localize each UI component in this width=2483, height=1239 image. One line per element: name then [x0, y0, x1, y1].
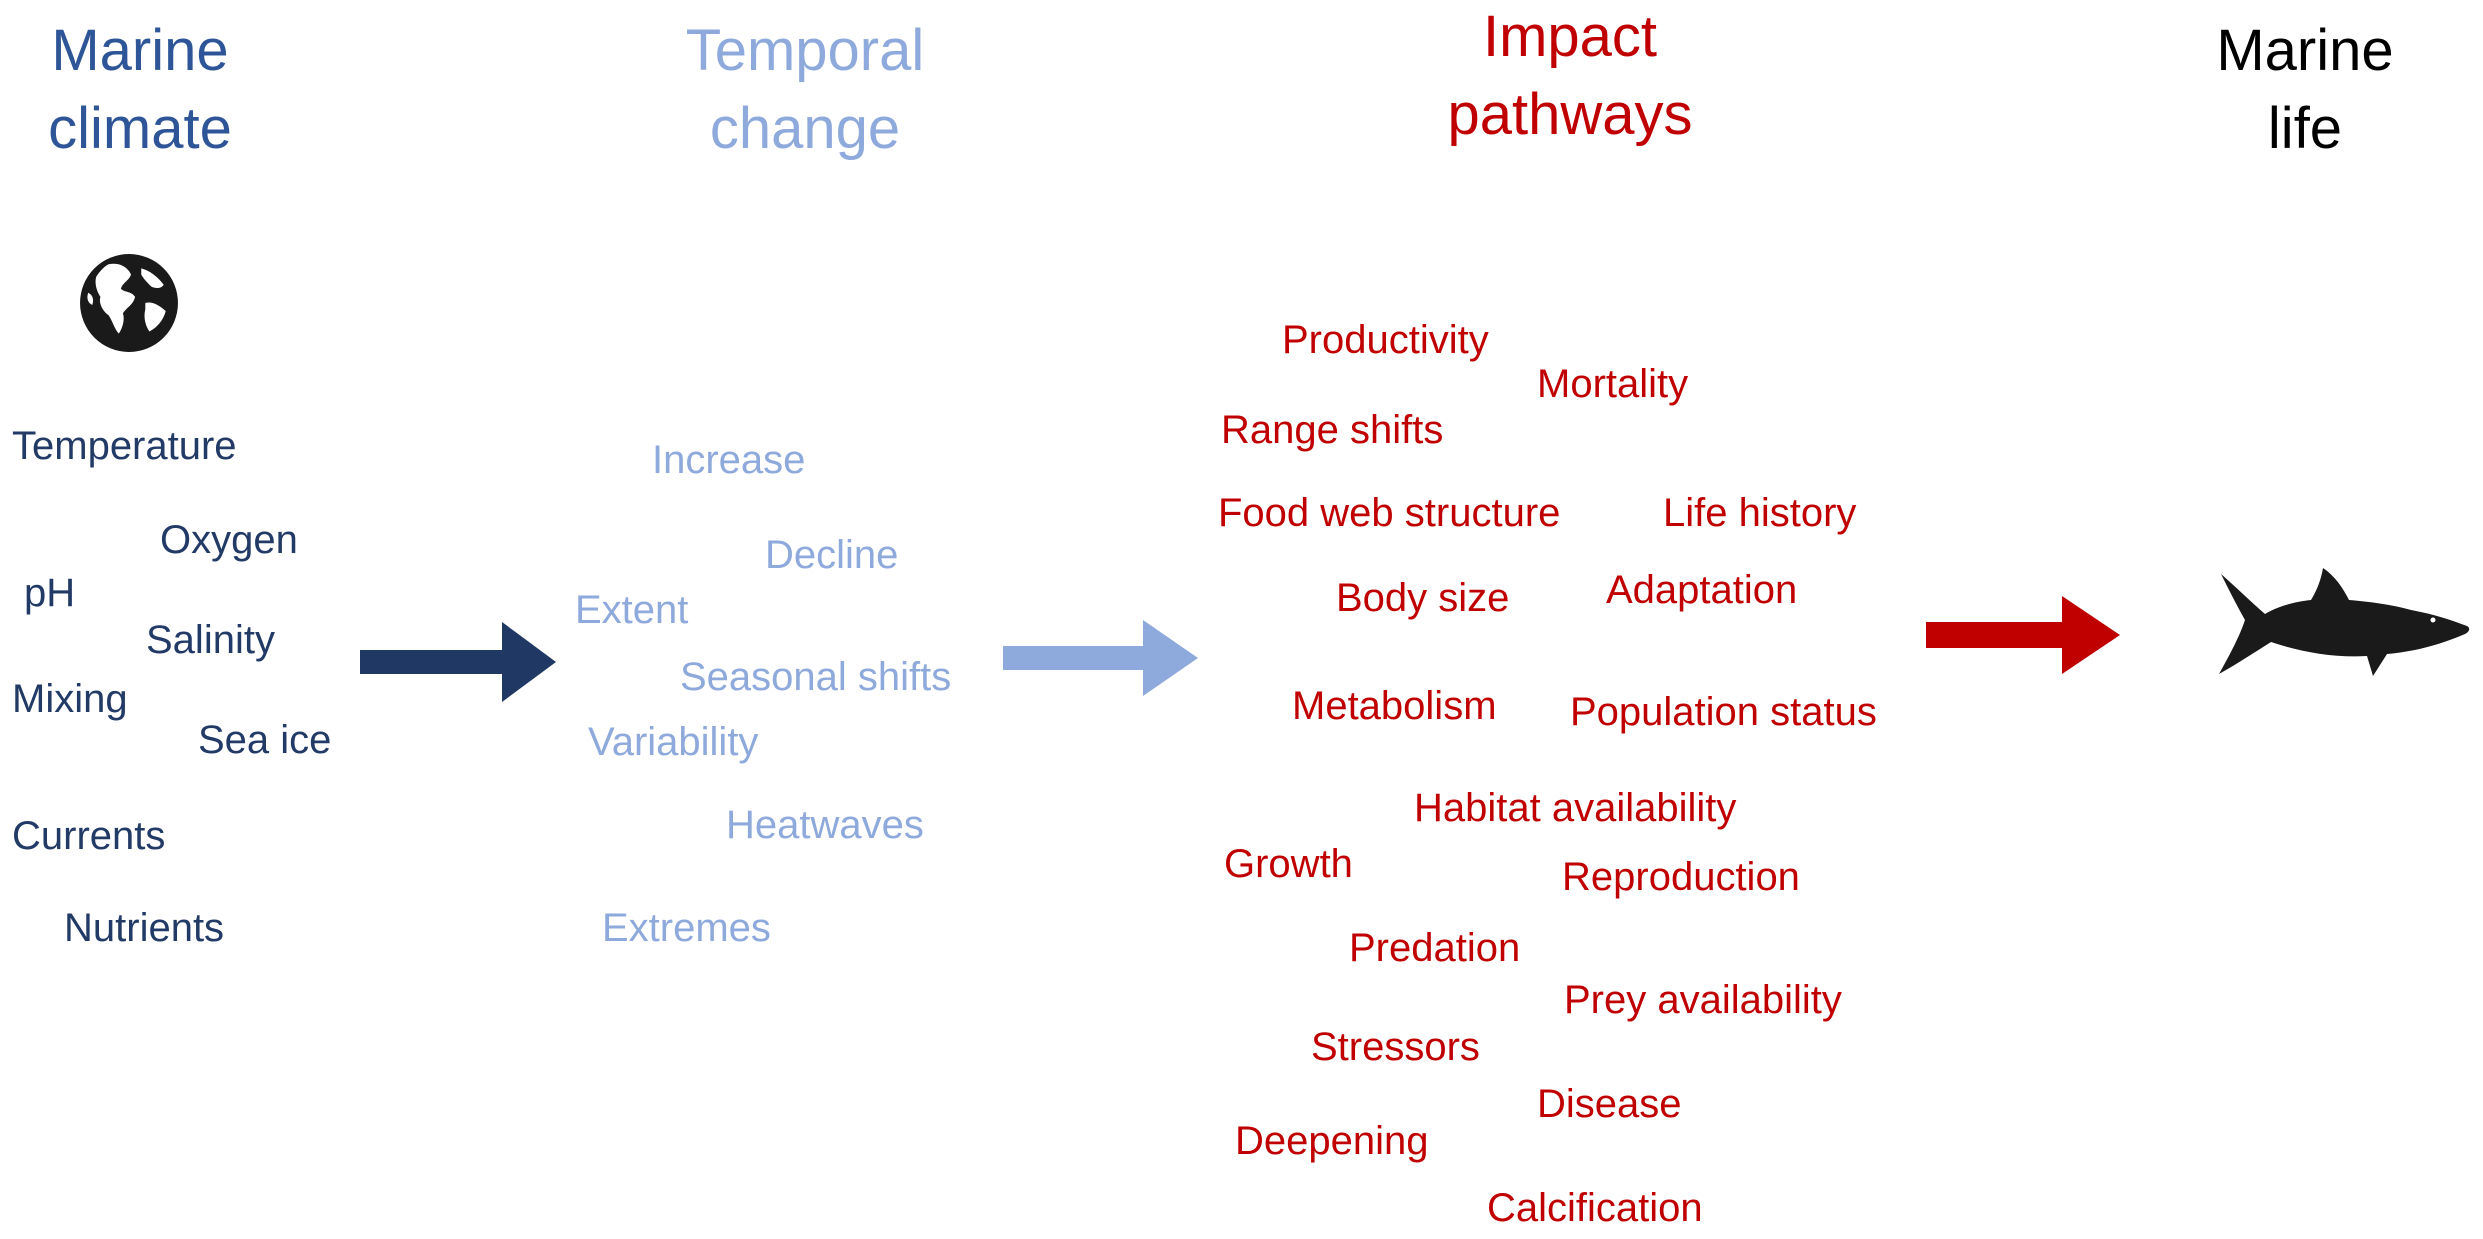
impact-item-adaptation: Adaptation [1606, 568, 1798, 612]
climate-item-oxygen: Oxygen [160, 518, 298, 562]
impact-item-food-web-structure: Food web structure [1218, 491, 1561, 535]
heading-impact-pathways-line2: pathways [1447, 82, 1693, 148]
climate-item-mixing: Mixing [12, 677, 128, 721]
climate-to-change-arrow [360, 622, 556, 702]
change-item-variability: Variability [588, 720, 759, 764]
heading-temporal-change: Temporal change [655, 12, 955, 169]
impact-item-stressors: Stressors [1311, 1025, 1480, 1069]
impact-item-habitat-availability: Habitat availability [1414, 786, 1737, 830]
change-item-increase: Increase [652, 438, 806, 482]
heading-marine-climate-line2: climate [48, 96, 232, 162]
impact-item-body-size: Body size [1336, 576, 1510, 620]
impact-item-deepening: Deepening [1235, 1119, 1429, 1163]
impact-item-reproduction: Reproduction [1562, 855, 1800, 899]
impact-item-life-history: Life history [1663, 491, 1857, 535]
heading-marine-life: Marine life [2175, 12, 2435, 169]
impact-item-range-shifts: Range shifts [1221, 408, 1444, 452]
heading-impact-pathways: Impact pathways [1420, 0, 1720, 155]
impact-item-population-status: Population status [1570, 690, 1877, 734]
impact-item-disease: Disease [1537, 1082, 1682, 1126]
shark-icon [2219, 568, 2470, 676]
change-item-extent: Extent [575, 588, 689, 632]
impact-item-growth: Growth [1224, 842, 1353, 886]
impact-item-mortality: Mortality [1537, 362, 1689, 406]
heading-impact-pathways-line1: Impact [1482, 4, 1658, 69]
climate-item-currents: Currents [12, 814, 166, 858]
impact-item-prey-availability: Prey availability [1564, 978, 1842, 1022]
climate-item-temperature: Temperature [12, 424, 237, 468]
change-item-seasonal-shifts: Seasonal shifts [680, 655, 952, 699]
change-item-heatwaves: Heatwaves [726, 803, 924, 847]
climate-item-salinity: Salinity [146, 618, 275, 662]
globe-icon [80, 254, 178, 352]
impact-item-calcification: Calcification [1487, 1186, 1703, 1230]
heading-marine-climate: Marine climate [20, 12, 260, 169]
climate-item-sea-ice: Sea ice [198, 718, 332, 762]
impact-to-life-arrow [1926, 596, 2120, 674]
impact-item-productivity: Productivity [1282, 318, 1489, 362]
change-item-extremes: Extremes [602, 906, 771, 950]
heading-marine-life-line2: life [2267, 96, 2343, 162]
impact-item-metabolism: Metabolism [1292, 684, 1497, 728]
heading-temporal-change-line1: Temporal [685, 18, 925, 83]
heading-marine-climate-line1: Marine [51, 18, 229, 83]
heading-temporal-change-line2: change [709, 96, 901, 162]
change-item-decline: Decline [765, 533, 899, 577]
change-to-impact-arrow [1003, 620, 1198, 696]
climate-item-nutrients: Nutrients [64, 906, 225, 950]
climate-item-ph: pH [24, 571, 76, 615]
heading-marine-life-line1: Marine [2216, 18, 2394, 83]
impact-item-predation: Predation [1349, 926, 1521, 970]
